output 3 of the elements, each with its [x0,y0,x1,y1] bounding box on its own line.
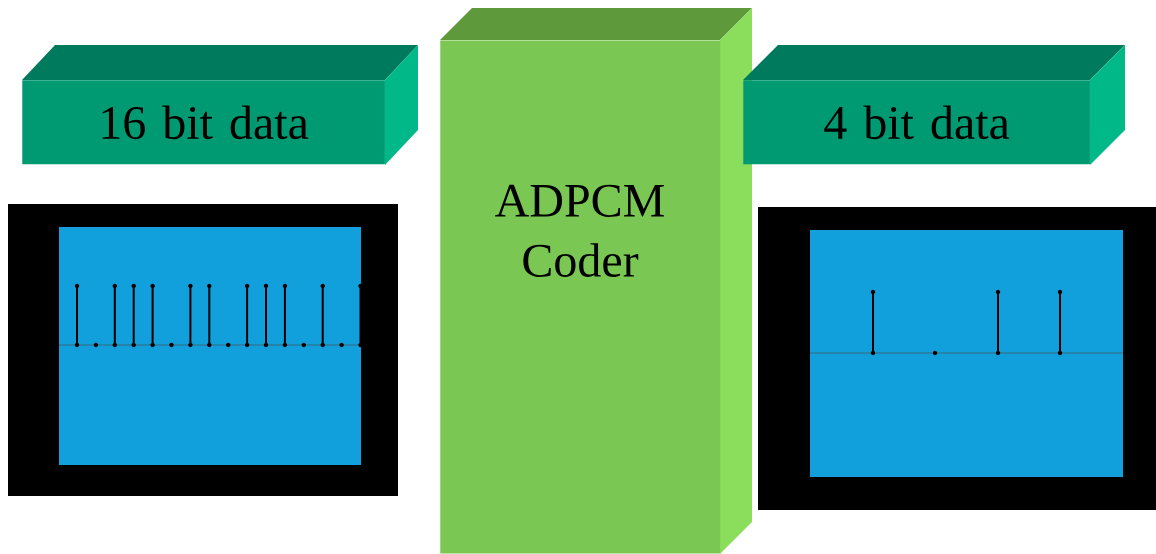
block-box: 16 bit data [22,45,418,165]
block-box: 4 bit data [743,45,1125,165]
block-box: ADPCM Coder [440,8,752,554]
